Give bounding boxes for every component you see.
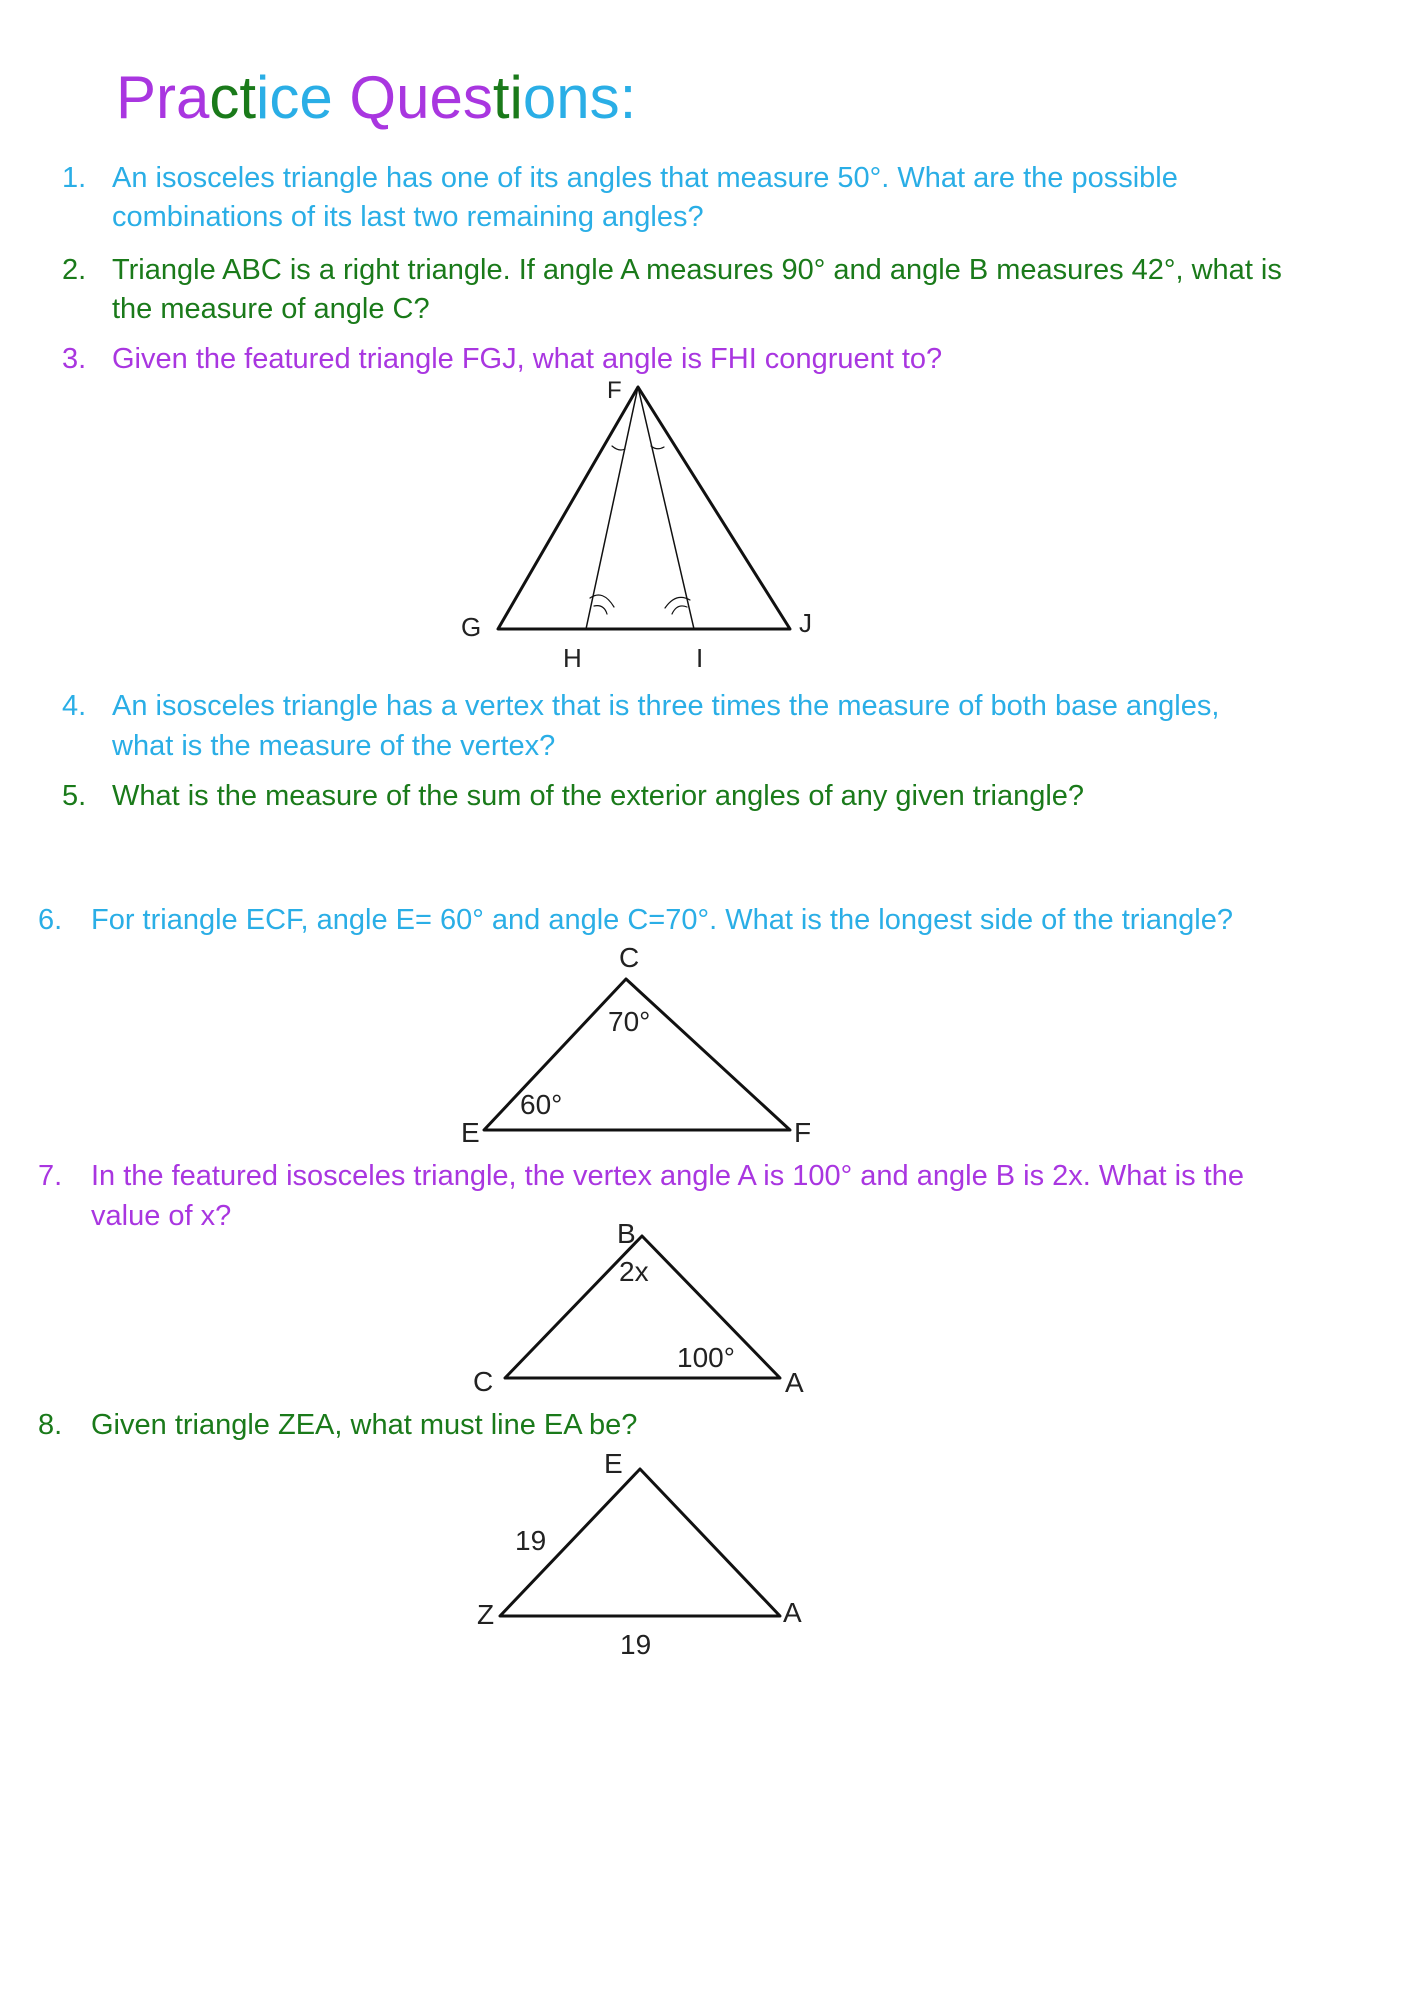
- label-f2: F: [794, 1117, 811, 1148]
- question-number: 8.: [38, 1409, 63, 1441]
- question-number: 7.: [38, 1160, 63, 1192]
- triangle-zea: [498, 1467, 782, 1618]
- angle-label-e: 60°: [520, 1089, 562, 1120]
- question-number: 4.: [62, 690, 87, 722]
- question-number: 2.: [62, 254, 87, 286]
- side-label-za: 19: [620, 1629, 651, 1660]
- question-text-line: Triangle ABC is a right triangle. If ang…: [112, 254, 1282, 286]
- question-text-line: what is the measure of the vertex?: [112, 730, 556, 762]
- question-text-line: An isosceles triangle has a vertex that …: [112, 690, 1220, 722]
- triangle-fgj: [496, 385, 792, 631]
- angle-mark-i: [664, 596, 691, 609]
- question-text-line: the measure of angle C?: [112, 293, 430, 325]
- label-a2: A: [783, 1597, 802, 1628]
- question-text-line: value of x?: [91, 1200, 232, 1232]
- question-text-line: An isosceles triangle has one of its ang…: [112, 162, 1178, 194]
- angle-label-a: 100°: [677, 1342, 735, 1373]
- question-text-line: For triangle ECF, angle E= 60° and angle…: [91, 904, 1233, 936]
- segment-fh: [585, 386, 639, 630]
- title-segment: ons:: [522, 64, 637, 131]
- segment-fi: [637, 386, 695, 630]
- angle-mark-h: [589, 594, 615, 608]
- question-number: 5.: [62, 780, 87, 812]
- angle-label-c: 70°: [608, 1006, 650, 1037]
- label-h: H: [563, 643, 582, 673]
- triangle-bca: [503, 1234, 782, 1380]
- title-segment: Pra: [116, 64, 210, 131]
- label-a: A: [785, 1367, 804, 1398]
- label-e: E: [461, 1117, 480, 1148]
- question-text-line: What is the measure of the sum of the ex…: [112, 780, 1085, 812]
- label-c2: C: [473, 1366, 493, 1397]
- angle-mark-left: [611, 445, 626, 451]
- label-b: B: [617, 1218, 636, 1249]
- label-c: C: [619, 942, 639, 973]
- angle-mark-right: [650, 445, 665, 450]
- question-text-line: In the featured isosceles triangle, the …: [91, 1160, 1244, 1192]
- label-i: I: [696, 643, 703, 673]
- question-text-line: combinations of its last two remaining a…: [112, 201, 704, 233]
- triangle-ecf: [482, 977, 792, 1132]
- label-g: G: [461, 612, 481, 642]
- angle-label-b: 2x: [619, 1256, 649, 1287]
- side-label-ze: 19: [515, 1525, 546, 1556]
- label-j: J: [799, 608, 812, 638]
- question-number: 6.: [38, 904, 63, 936]
- label-z: Z: [477, 1599, 494, 1630]
- angle-mark-h-inner: [593, 605, 608, 615]
- label-e2: E: [604, 1448, 623, 1479]
- question-text-line: Given the featured triangle FGJ, what an…: [112, 343, 943, 375]
- question-number: 1.: [62, 162, 87, 194]
- title-segment: Ques: [349, 64, 493, 131]
- angle-mark-i-inner: [671, 605, 688, 615]
- question-text-line: Given triangle ZEA, what must line EA be…: [91, 1409, 638, 1441]
- title-segment: ct: [209, 64, 257, 131]
- page-title: Practice Questions:: [116, 62, 636, 134]
- title-segment: ti: [492, 64, 523, 131]
- question-number: 3.: [62, 343, 87, 375]
- label-f: F: [607, 377, 622, 404]
- title-segment: ice: [256, 64, 350, 131]
